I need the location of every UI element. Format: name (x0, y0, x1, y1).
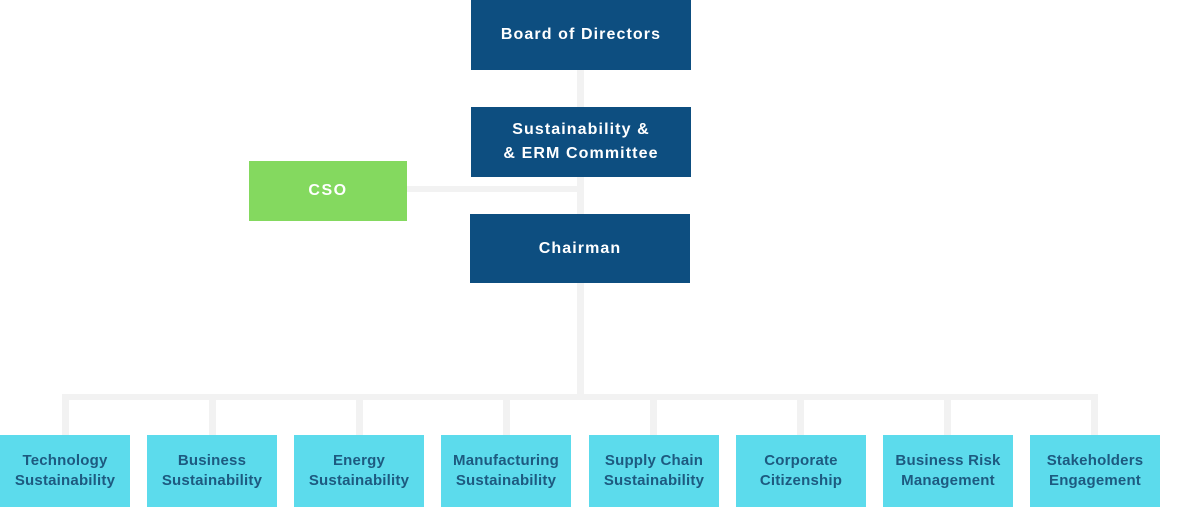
connector-drop-energy (356, 394, 363, 435)
org-node-manufacturing-sustainability: Manufacturing Sustainability (441, 435, 571, 507)
org-node-label: Technology Sustainability (14, 452, 116, 489)
org-node-label: Business Sustainability (161, 452, 263, 489)
org-node-label: Energy Sustainability (308, 452, 410, 489)
connector-drop-manufacturing (503, 394, 510, 435)
org-node-label: Business Risk Management (895, 452, 1001, 489)
connector-cso-horizontal (402, 186, 582, 192)
connector-drop-stakeholders (1091, 394, 1098, 435)
org-node-business-sustainability: Business Sustainability (147, 435, 277, 507)
org-node-label: Stakeholders Engagement (1046, 452, 1144, 489)
org-node-board-of-directors: Board of Directors (471, 0, 691, 70)
connector-drop-supply-chain (650, 394, 657, 435)
connector-bus-horizontal (62, 394, 1098, 400)
org-node-label: Manufacturing Sustainability (453, 452, 559, 489)
org-node-label: Sustainability & & ERM Committee (503, 121, 659, 162)
org-node-label: Chairman (538, 239, 622, 257)
org-node-label: Supply Chain Sustainability (603, 452, 705, 489)
connector-drop-risk (944, 394, 951, 435)
org-node-business-risk-management: Business Risk Management (883, 435, 1013, 507)
org-node-corporate-citizenship: Corporate Citizenship (736, 435, 866, 507)
org-node-technology-sustainability: Technology Sustainability (0, 435, 130, 507)
org-node-stakeholders-engagement: Stakeholders Engagement (1030, 435, 1160, 507)
connector-drop-technology (62, 394, 69, 435)
org-node-label: Corporate Citizenship (759, 452, 843, 489)
org-node-energy-sustainability: Energy Sustainability (294, 435, 424, 507)
org-node-chairman: Chairman (470, 214, 690, 283)
connector-drop-citizenship (797, 394, 804, 435)
org-node-cso: CSO (249, 161, 407, 221)
org-node-supply-chain-sustainability: Supply Chain Sustainability (589, 435, 719, 507)
org-node-label: CSO (308, 182, 348, 199)
org-node-sustainability-erm-committee: Sustainability & & ERM Committee (471, 107, 691, 177)
org-node-label: Board of Directors (500, 26, 662, 43)
connector-drop-business (209, 394, 216, 435)
